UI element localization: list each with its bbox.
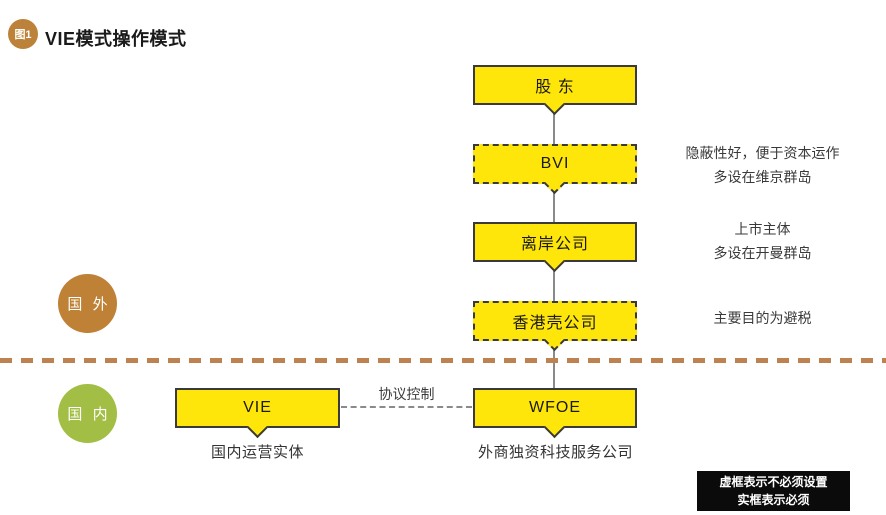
hongkong-shell-annotation: 主要目的为避税	[655, 306, 870, 330]
node-pointer-tail	[543, 93, 566, 116]
node-vie: VIE	[175, 388, 340, 439]
page-title: VIE模式操作模式	[45, 29, 187, 49]
offshore-annotation-line1: 上市主体	[734, 221, 791, 237]
node-wfoe: WFOE	[473, 388, 637, 439]
figure-number: 图1	[14, 29, 32, 41]
bvi-annotation-line1: 隐蔽性好，便于资本运作	[685, 145, 840, 161]
wfoe-caption: 外商独资科技服务公司	[477, 444, 633, 461]
figure-number-badge: 图1	[8, 19, 38, 49]
legend-line1: 虚框表示不必须设置	[719, 475, 828, 489]
node-hongkong-shell: 香港壳公司	[473, 301, 637, 352]
bvi-annotation: 隐蔽性好，便于资本运作 多设在维京群岛	[655, 141, 870, 189]
legend-line2: 实框表示必须	[737, 493, 810, 507]
domestic-region-badge: 国 内	[58, 384, 117, 443]
domestic-region-label: 国 内	[67, 406, 111, 423]
legend-box: 虚框表示不必须设置 实框表示必须	[697, 471, 850, 511]
overseas-region-badge: 国 外	[58, 274, 117, 333]
node-bvi: BVI	[473, 144, 637, 195]
contract-control-dashed-edge	[341, 406, 472, 408]
node-pointer-tail	[543, 329, 566, 352]
node-offshore-company: 离岸公司	[473, 222, 637, 273]
node-wfoe-label: WFOE	[529, 399, 581, 416]
node-pointer-tail	[543, 172, 566, 195]
bvi-annotation-line2: 多设在维京群岛	[713, 169, 812, 185]
hongkong-shell-annotation-line1: 主要目的为避税	[713, 310, 812, 326]
node-offshore-label: 离岸公司	[520, 236, 589, 253]
overseas-region-label: 国 外	[67, 296, 111, 313]
node-vie-label: VIE	[243, 399, 272, 416]
offshore-annotation: 上市主体 多设在开曼群岛	[655, 217, 870, 265]
node-hongkong-shell-label: 香港壳公司	[512, 315, 598, 332]
node-pointer-tail	[543, 416, 566, 439]
offshore-annotation-line2: 多设在开曼群岛	[713, 245, 812, 261]
node-shareholder-label: 股 东	[535, 79, 575, 96]
overseas-domestic-divider-line	[0, 358, 886, 363]
vie-caption: 国内运营实体	[210, 444, 304, 461]
node-bvi-label: BVI	[540, 155, 570, 172]
node-pointer-tail	[246, 416, 268, 439]
node-shareholder: 股 东	[473, 65, 637, 116]
contract-control-label: 协议控制	[378, 386, 435, 402]
node-pointer-tail	[543, 250, 566, 273]
